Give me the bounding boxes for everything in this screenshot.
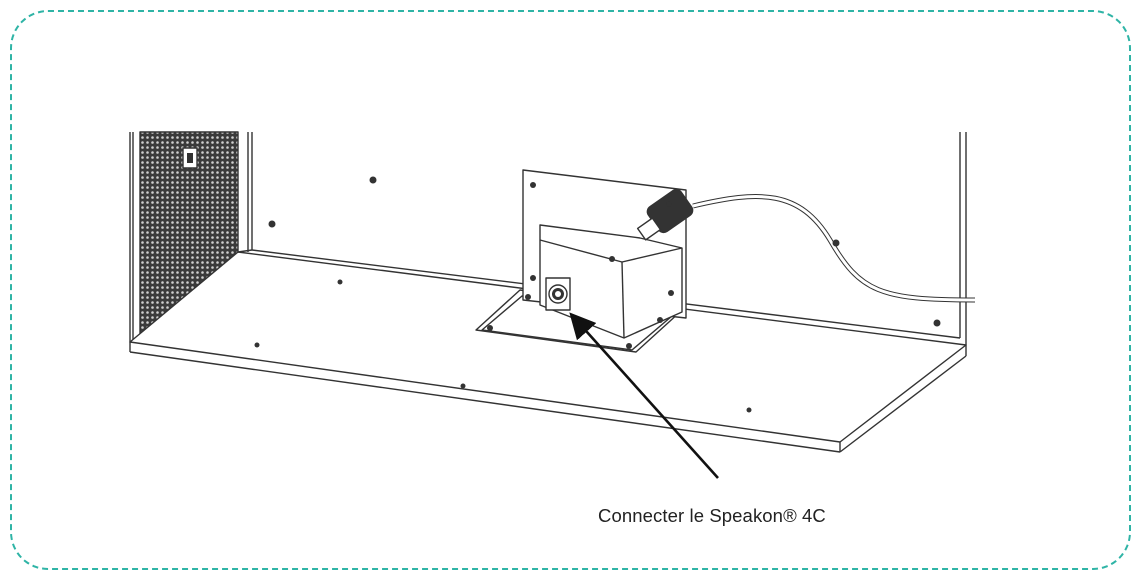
connector-box (539, 224, 683, 339)
arrow-icon (569, 312, 719, 479)
dashed-figure-frame (10, 10, 1131, 570)
mounting-tray (129, 249, 967, 453)
callout-label: Connecter le Speakon® 4C (598, 505, 826, 526)
mounting-screws (254, 176, 941, 413)
speakon-connector-icon (636, 188, 976, 303)
